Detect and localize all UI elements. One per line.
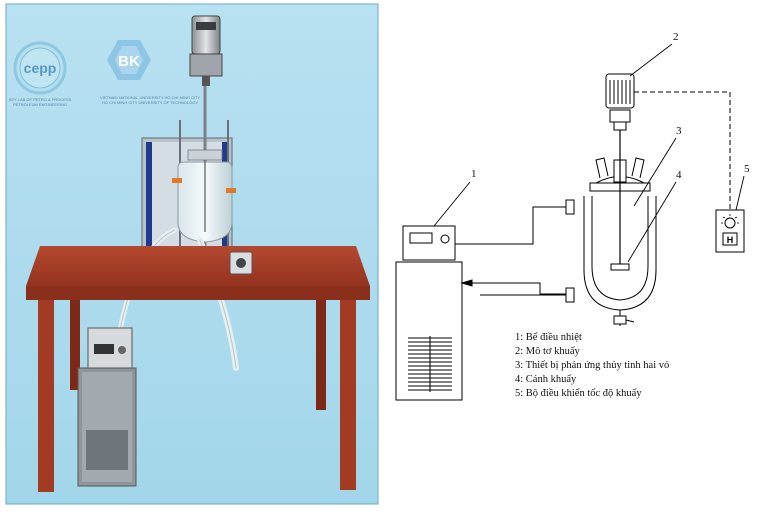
- controller-box: [715, 209, 745, 253]
- bk-caption-line-1: VIETNAM NATIONAL UNIVERSITY HO CHI MINH …: [100, 95, 200, 100]
- cepp-logo-text: cepp: [24, 60, 57, 76]
- bk-logo-text: BK: [118, 53, 140, 70]
- label-1: 1: [471, 168, 477, 180]
- cepp-logo-ring: [13, 41, 67, 95]
- label-2: 2: [673, 31, 679, 43]
- leader-lines: [433, 43, 745, 263]
- controller-dial: [724, 217, 736, 229]
- legend-item-5: 5: Bộ điều khiển tốc độ khuấy: [515, 388, 642, 399]
- cepp-logo: cepp KEY LAB OF PETRO & PROCESS PETROLEU…: [9, 41, 72, 107]
- legend-item-2: 2: Mô tơ khuấy: [515, 346, 581, 357]
- controller-glyph: H: [727, 235, 734, 245]
- cepp-caption-line-2: PETROLEUM ENGINEERING: [13, 102, 67, 107]
- label-3: 3: [676, 125, 682, 137]
- legend-item-4: 4: Cánh khuấy: [515, 374, 577, 385]
- reactor-inner-vessel: [591, 196, 649, 301]
- bk-caption-line-2: HO CHI MINH CITY UNIVERSITY OF TECHNOLOG…: [102, 100, 199, 105]
- lab-table: [26, 246, 370, 492]
- motor-coupling: [613, 121, 627, 131]
- thermostatic-bath-photo: [77, 327, 137, 487]
- bk-logo: BK VIETNAM NATIONAL UNIVERSITY HO CHI MI…: [100, 40, 200, 105]
- table-top: [26, 246, 370, 286]
- table-leg-back-left: [70, 300, 80, 390]
- bath-vent-grille: [408, 336, 452, 392]
- bath-body: [395, 261, 463, 401]
- equipment-photo: cepp KEY LAB OF PETRO & PROCESS PETROLEU…: [5, 3, 379, 505]
- speed-controller-photo: [229, 251, 253, 275]
- control-signal-line: [634, 91, 731, 210]
- bath-display: [409, 232, 433, 244]
- schematic-diagram: [395, 43, 745, 401]
- jacket-piping: [455, 206, 566, 296]
- cepp-caption-line-1: KEY LAB OF PETRO & PROCESS: [9, 97, 72, 102]
- table-leg-front-right: [340, 300, 356, 490]
- legend: 1: Bể điều nhiệt 2: Mô tơ khuấy 3: Thiết…: [515, 332, 669, 399]
- thermostatic-bath: [395, 225, 463, 401]
- legend-item-1: 1: Bể điều nhiệt: [515, 332, 582, 343]
- glass-reactor-photo: [172, 149, 236, 243]
- bath-knob: [440, 234, 450, 244]
- stirrer-motor-photo: [189, 15, 223, 86]
- pipe-return: [455, 206, 566, 245]
- motor-gearbox: [609, 109, 631, 123]
- speed-controller: [715, 209, 745, 253]
- label-4: 4: [676, 169, 682, 181]
- motor-housing: [605, 73, 635, 109]
- controller-switch: [722, 232, 738, 246]
- impeller-blade: [610, 263, 630, 271]
- table-leg-back-right: [316, 300, 326, 410]
- legend-item-3: 3: Thiết bị phản ứng thủy tinh hai vỏ: [515, 360, 669, 371]
- jacketed-reactor: [565, 157, 657, 326]
- stirrer-motor: [605, 73, 635, 131]
- component-numbers: 1 2 3 4 5: [471, 31, 750, 181]
- stirrer-impeller: [610, 130, 630, 271]
- label-5: 5: [744, 163, 750, 175]
- table-leg-front-left: [38, 300, 54, 492]
